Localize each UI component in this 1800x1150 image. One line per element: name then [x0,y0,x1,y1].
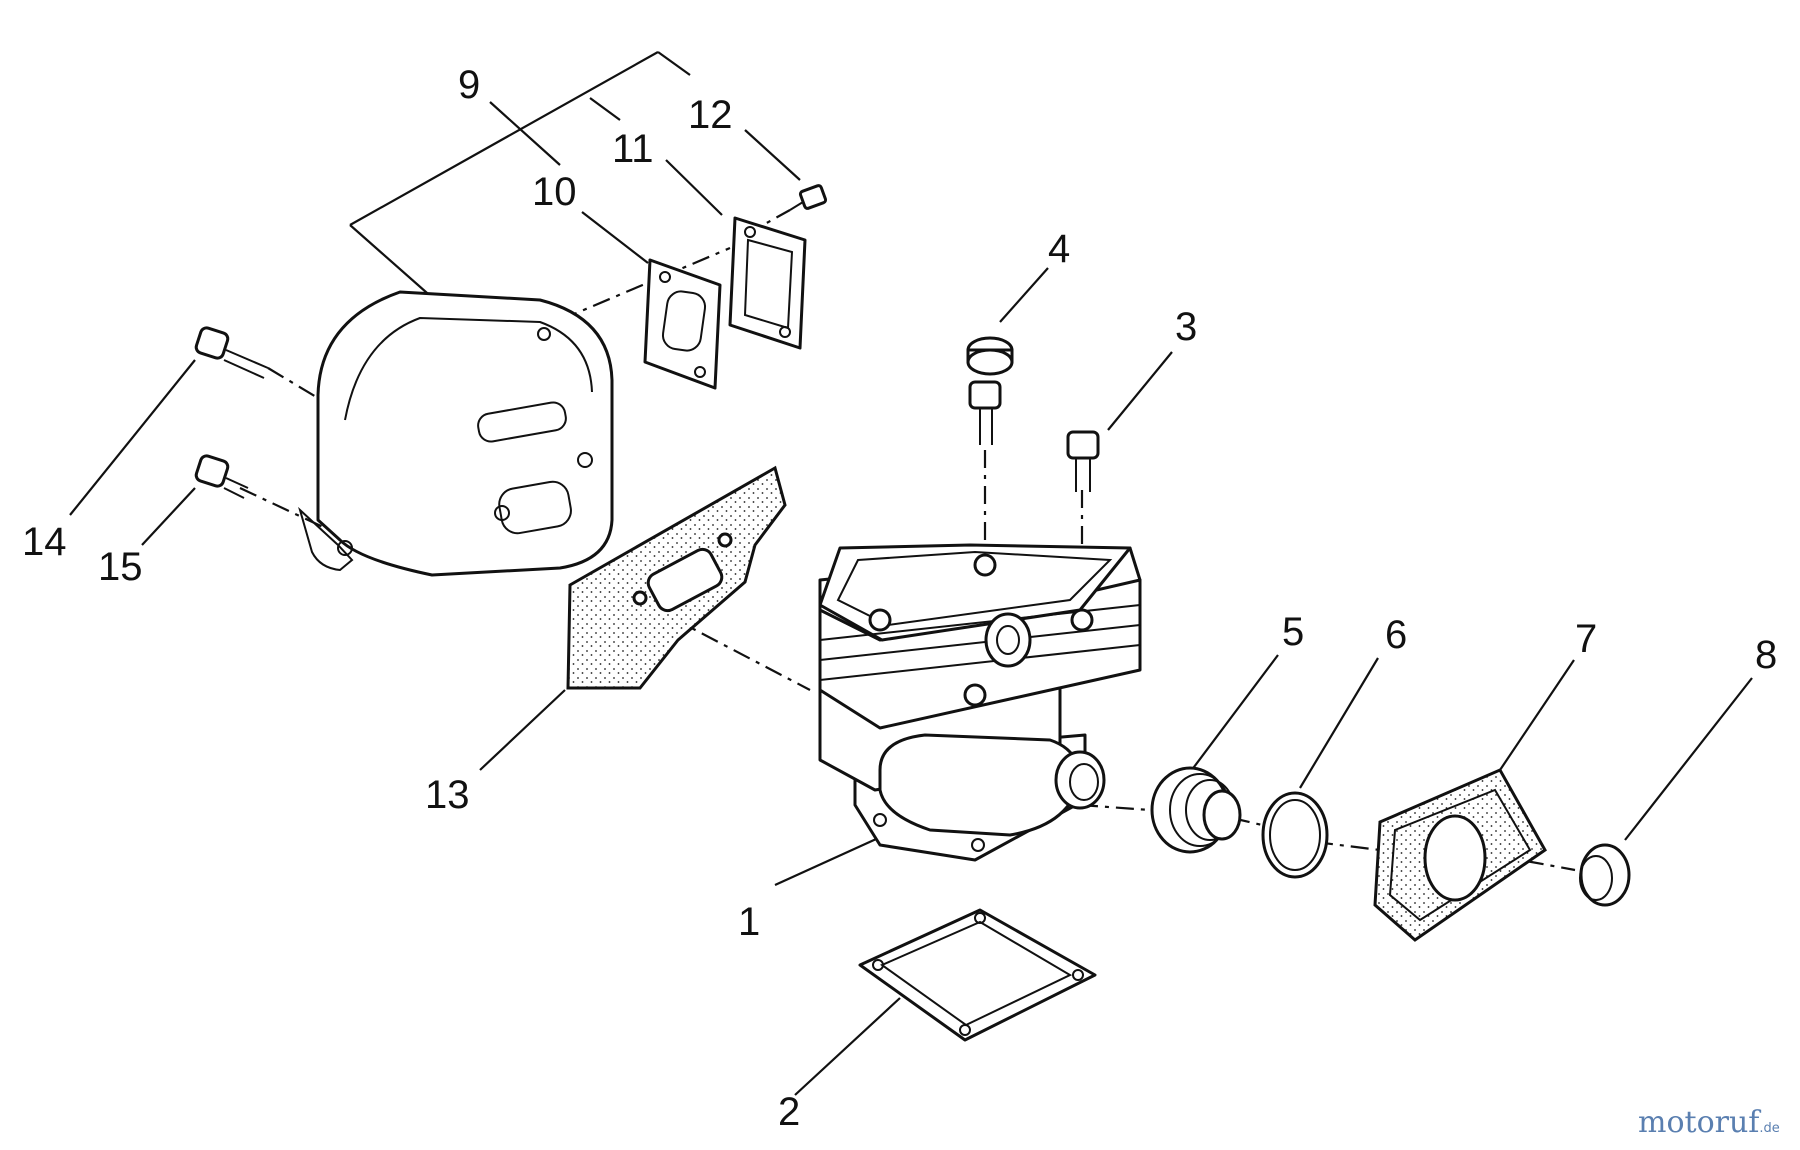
part-5-intake-manifold [1150,766,1242,854]
part-14-bolt [194,326,269,379]
watermark-suffix: .de [1759,1121,1779,1136]
callout-10: 10 [532,170,577,214]
part-9-muffler [298,290,614,577]
callout-8: 8 [1755,633,1777,677]
part-1-cylinder [818,543,1142,862]
callout-2: 2 [778,1090,800,1134]
part-3-bolt [1066,430,1100,492]
callout-9: 9 [458,63,480,107]
part-2-base-gasket [858,908,1097,1042]
callout-6: 6 [1385,613,1407,657]
callout-15: 15 [98,545,143,589]
part-7-flange [1373,768,1547,942]
watermark-logo: motoruf.de [1638,1105,1780,1140]
callout-1: 1 [738,900,760,944]
callout-5: 5 [1282,610,1304,654]
callout-13: 13 [425,773,470,817]
part-11-cover-plate [728,216,807,350]
callout-4: 4 [1048,227,1070,271]
part-13-heat-shield [566,465,787,690]
part-10-gasket [643,258,722,390]
svg-text:motoruf.de: motoruf.de [1638,1105,1780,1140]
part-6-o-ring [1261,791,1329,879]
callout-numbers: 1 2 3 4 5 6 7 8 9 10 11 12 13 14 15 [22,63,1777,1134]
part-12-screw [789,184,828,211]
watermark-text: motoruf [1638,1105,1761,1140]
callout-3: 3 [1175,305,1197,349]
part-15-bolt [194,454,249,499]
callout-14: 14 [22,520,67,564]
part-8-ring [1579,843,1631,907]
callout-12: 12 [688,93,733,137]
callout-11: 11 [612,127,654,171]
part-4-plug [966,336,1014,445]
callout-7: 7 [1575,617,1597,661]
leader-lines [69,51,1753,1096]
